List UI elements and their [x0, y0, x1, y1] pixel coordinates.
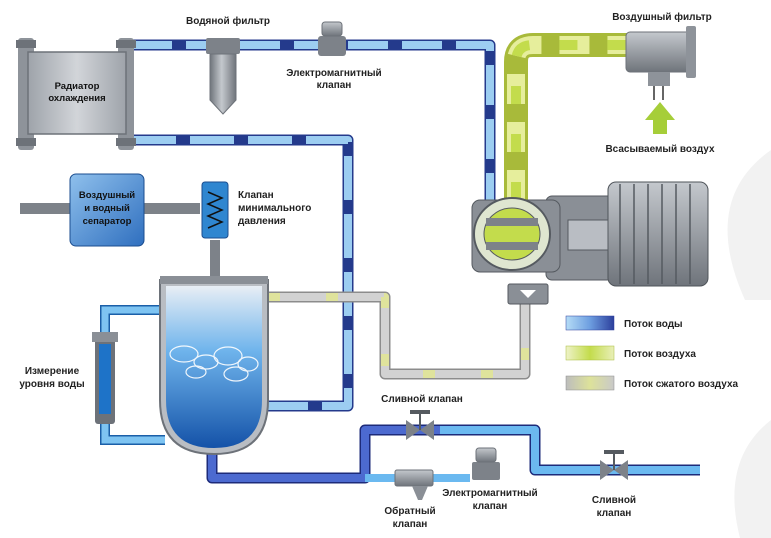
top-solenoid-valve[interactable]	[318, 21, 346, 56]
legend-item-water: Поток воды	[565, 315, 683, 331]
min-valve-label-3: давления	[238, 216, 286, 227]
legend-item-air: Поток воздуха	[565, 345, 696, 361]
background-arc	[727, 150, 771, 300]
check-valve[interactable]	[394, 469, 434, 500]
legend-water-label: Поток воды	[624, 319, 683, 330]
min-valve-label-2: минимального	[238, 203, 311, 214]
drain-top-label: Сливной клапан	[381, 394, 463, 405]
water-tank	[159, 276, 269, 456]
bottom-solenoid-valve[interactable]	[472, 447, 500, 480]
check-valve-label-2: клапан	[393, 519, 428, 530]
legend: Поток воды Поток воздуха Поток сжатого в…	[565, 315, 739, 391]
drain-valve-top[interactable]	[406, 410, 434, 440]
intake-arrow	[645, 86, 675, 134]
bottom-solenoid-label-1: Электромагнитный	[442, 488, 537, 499]
legend-compressed-label: Поток сжатого воздуха	[624, 379, 739, 390]
bubbles-icon	[169, 345, 259, 382]
radiator-label-1: Радиатор	[55, 81, 100, 92]
compressor-unit	[471, 181, 709, 305]
min-pressure-valve[interactable]	[201, 181, 229, 239]
water-filter	[206, 38, 240, 115]
min-valve-label-1: Клапан	[238, 190, 274, 201]
radiator-label-2: охлаждения	[48, 93, 105, 104]
water-level-gauge	[92, 332, 118, 424]
air-filter-label: Воздушный фильтр	[612, 11, 712, 23]
top-solenoid-label-1: Электромагнитный	[286, 68, 381, 79]
compressed-air-pipe	[268, 291, 531, 380]
drain-right-label-2: клапан	[597, 508, 632, 519]
separator-label-2: и водный	[84, 203, 130, 214]
drain-right-label-1: Сливной	[592, 495, 636, 506]
valve-stem-pipe	[210, 240, 220, 280]
check-valve-label-1: Обратный	[384, 505, 435, 517]
legend-item-compressed: Поток сжатого воздуха	[565, 375, 739, 391]
background-arc-bottom	[734, 420, 771, 538]
level-label-1: Измерение	[25, 366, 80, 377]
separator-label-1: Воздушный	[79, 190, 135, 201]
separator-label-3: сепаратор	[83, 216, 132, 227]
drain-valve-right[interactable]	[600, 450, 628, 480]
radiator	[16, 38, 136, 150]
water-filter-label: Водяной фильтр	[186, 15, 270, 27]
level-label-2: уровня воды	[19, 379, 84, 390]
air-filter	[625, 26, 696, 86]
bottom-solenoid-label-2: клапан	[473, 501, 508, 512]
air-pipe	[504, 33, 640, 200]
top-solenoid-label-2: клапан	[317, 80, 352, 91]
separator-box	[69, 173, 145, 247]
intake-air-label: Всасываемый воздух	[605, 144, 715, 155]
legend-air-label: Поток воздуха	[624, 349, 696, 360]
